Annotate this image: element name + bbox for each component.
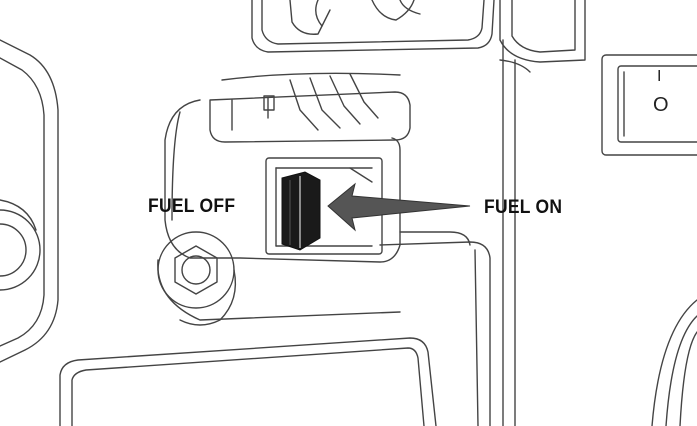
switch-off-symbol: O — [653, 94, 669, 116]
fuel-off-label: FUEL OFF — [148, 196, 236, 217]
direction-arrow — [327, 182, 471, 232]
left-knob — [0, 209, 41, 291]
left-housing — [0, 39, 59, 363]
fuel-lever — [281, 171, 321, 251]
fuel-on-label: FUEL ON — [484, 197, 563, 218]
left-knob-inner — [0, 223, 27, 277]
switch-on-symbol: I — [657, 68, 662, 85]
top-cap-housing — [251, 0, 495, 53]
bolt-washer — [157, 231, 235, 309]
rocker-switch-frame — [601, 54, 697, 156]
valve-upper-plate — [209, 91, 411, 143]
tank-panel — [59, 337, 437, 426]
bolt-head — [174, 245, 218, 295]
right-lower-curve — [651, 299, 697, 426]
valve-lower-bracket — [379, 241, 491, 426]
left-housing-inner — [0, 57, 45, 347]
rocker-switch — [617, 65, 697, 143]
valve-housing — [164, 99, 401, 263]
top-bracket — [499, 0, 586, 63]
